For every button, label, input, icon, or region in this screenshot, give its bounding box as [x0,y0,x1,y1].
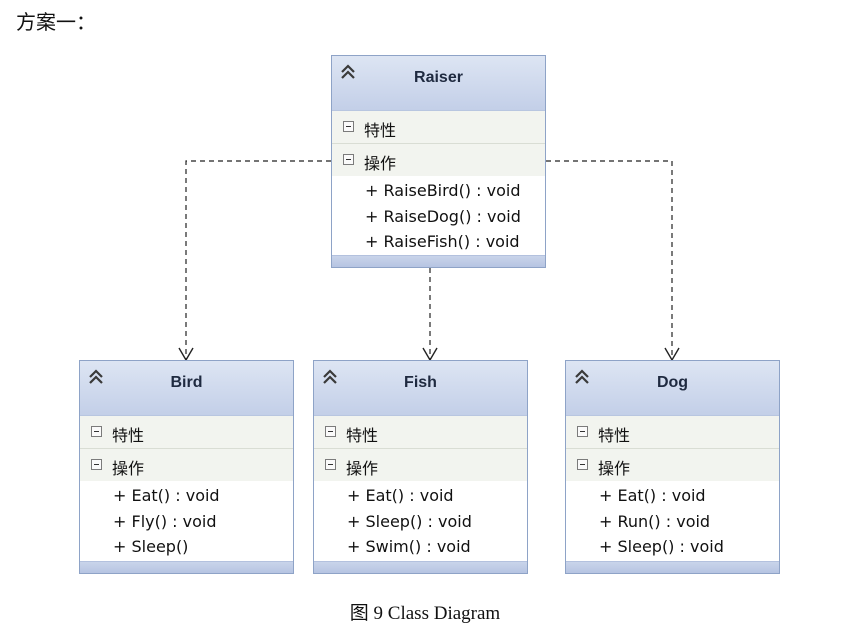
operation-item: + RaiseBird() : void [365,181,521,200]
scheme-heading: 方案一： [16,10,96,34]
attributes-section[interactable]: 特性 [314,416,527,449]
operation-item: + Eat() : void [599,486,706,505]
operations-section[interactable]: 操作 [314,449,527,481]
class-footer [314,561,527,573]
collapse-chevron-icon[interactable] [572,367,592,387]
collapse-minus-icon[interactable] [325,459,336,470]
operations-section[interactable]: 操作 [566,449,779,481]
class-raiser[interactable]: Raiser 特性 操作 + RaiseBird() : void + Rais… [331,55,546,268]
class-header: Fish [314,361,527,416]
class-bird[interactable]: Bird 特性 操作 + Eat() : void + Fly() : void… [79,360,294,574]
class-footer [332,255,545,267]
operation-item: + Sleep() : void [599,537,724,556]
operations-label: 操作 [598,459,631,478]
collapse-chevron-icon[interactable] [338,62,358,82]
collapse-minus-icon[interactable] [325,426,336,437]
collapse-minus-icon[interactable] [577,426,588,437]
operations-label: 操作 [346,459,379,478]
figure-caption: 图 9 Class Diagram [349,603,501,624]
attributes-section[interactable]: 特性 [80,416,293,449]
operation-list: + Eat() : void + Fly() : void + Sleep() [80,481,293,564]
operation-item: + Swim() : void [347,537,471,556]
operation-item: + Eat() : void [347,486,454,505]
attributes-label: 特性 [112,426,145,445]
collapse-minus-icon[interactable] [91,459,102,470]
collapse-chevron-icon[interactable] [320,367,340,387]
operation-item: + RaiseFish() : void [365,232,520,251]
collapse-minus-icon[interactable] [343,154,354,165]
operation-item: + Eat() : void [113,486,220,505]
operations-section[interactable]: 操作 [332,144,545,176]
collapse-minus-icon[interactable] [343,121,354,132]
class-name: Dog [656,374,689,391]
class-header: Raiser [332,56,545,111]
class-name: Raiser [414,69,463,86]
attributes-section[interactable]: 特性 [566,416,779,449]
operation-item: + RaiseDog() : void [365,206,521,226]
dependency-raiser-dog [546,160,673,360]
operation-list: + RaiseBird() : void + RaiseDog() : void… [332,176,545,259]
class-header: Bird [80,361,293,416]
operation-item: + Fly() : void [113,511,217,531]
attributes-label: 特性 [364,121,397,140]
collapse-chevron-icon[interactable] [86,367,106,387]
class-footer [566,561,779,573]
attributes-section[interactable]: 特性 [332,111,545,144]
class-header: Dog [566,361,779,416]
operations-label: 操作 [112,459,145,478]
collapse-minus-icon[interactable] [577,459,588,470]
collapse-minus-icon[interactable] [91,426,102,437]
attributes-label: 特性 [346,426,379,445]
class-name: Bird [170,374,203,391]
dependency-raiser-bird [185,160,331,360]
class-footer [80,561,293,573]
operation-list: + Eat() : void + Run() : void + Sleep() … [566,481,779,564]
class-name: Fish [404,374,437,391]
class-fish[interactable]: Fish 特性 操作 + Eat() : void + Sleep() : vo… [313,360,528,574]
operation-list: + Eat() : void + Sleep() : void + Swim()… [314,481,527,564]
operation-item: + Run() : void [599,511,711,531]
operations-section[interactable]: 操作 [80,449,293,481]
class-dog[interactable]: Dog 特性 操作 + Eat() : void + Run() : void … [565,360,780,574]
operation-item: + Sleep() : void [347,511,472,531]
operations-label: 操作 [364,154,397,173]
attributes-label: 特性 [598,426,631,445]
operation-item: + Sleep() [113,537,189,556]
